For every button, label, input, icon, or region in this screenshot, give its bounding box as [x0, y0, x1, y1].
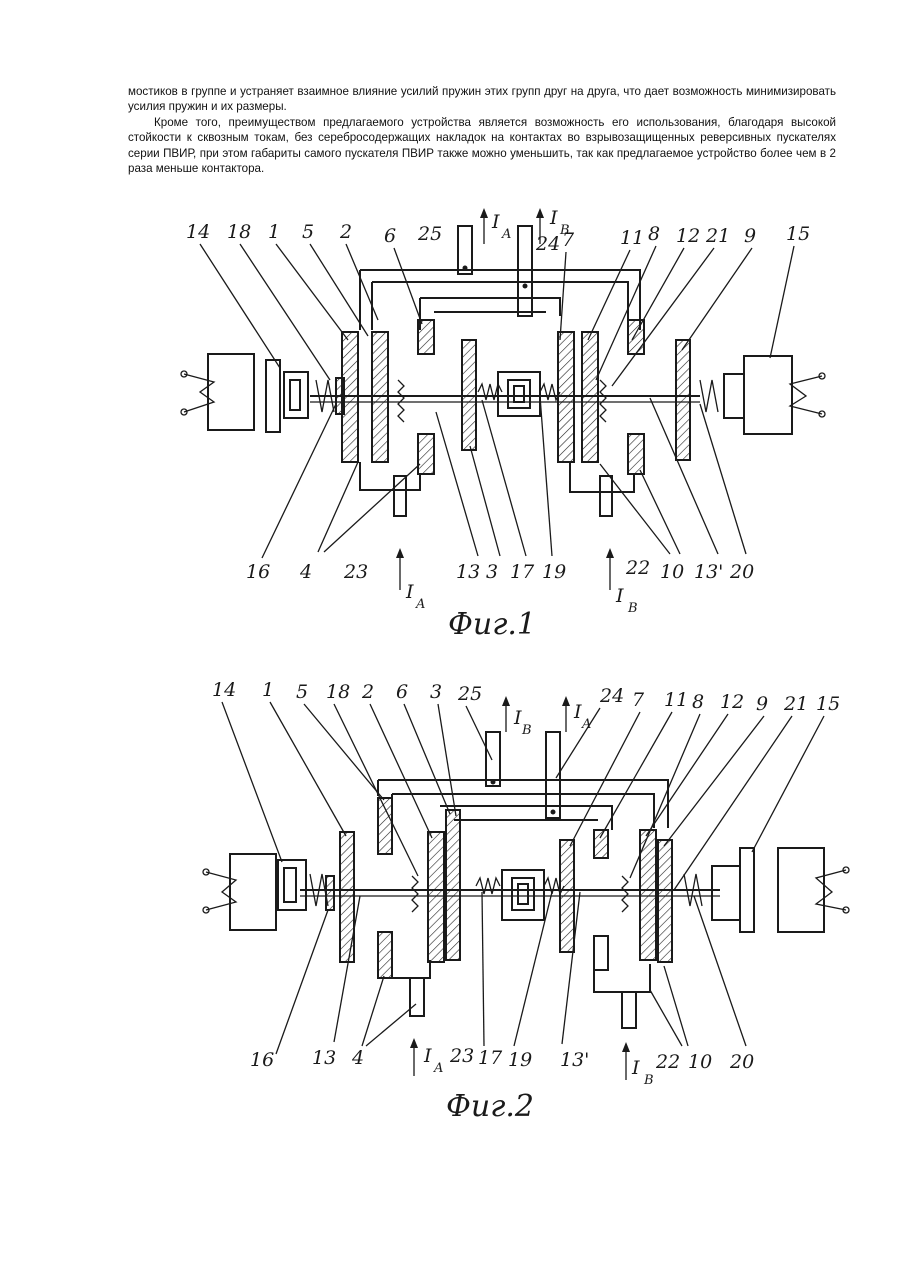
fig2-label: 14 [212, 679, 236, 701]
fig1-label: 13' [694, 561, 723, 583]
fig2-label: 23 [449, 1045, 474, 1067]
fig1-current-b-top: I [491, 211, 500, 233]
fig2-label: 25 [457, 683, 482, 705]
fig2-label: 5 [296, 681, 308, 703]
fig1-label: 13 [456, 561, 480, 583]
fig1-label: 17 [510, 561, 535, 583]
fig1-label: 23 [343, 561, 368, 583]
fig1-label: 1 [268, 221, 280, 243]
fig1-label: 3 [486, 561, 498, 583]
figure-1: 14 18 1 5 2 6 25 24 7 11 8 12 21 9 15 I … [0, 200, 901, 650]
fig2-label: 18 [326, 681, 350, 703]
fig1-label: 6 [384, 225, 396, 247]
fig1-label: 25 [417, 223, 442, 245]
svg-text:B: B [643, 1073, 654, 1088]
paragraph-2: Кроме того, преимуществом предлагаемого … [128, 115, 836, 177]
fig1-label: 12 [676, 225, 700, 247]
fig1-label: 2 [339, 221, 352, 243]
fig1-caption: Фиг.1 [448, 607, 536, 642]
fig1-label: 10 [660, 561, 684, 583]
fig1-label: 21 [705, 225, 730, 247]
fig2-label: 13' [560, 1049, 589, 1071]
fig2-label: 9 [756, 693, 768, 715]
svg-text:A: A [433, 1061, 443, 1076]
fig1-label: 14 [186, 221, 210, 243]
fig2-label: 8 [692, 691, 704, 713]
fig1-label: 19 [542, 561, 566, 583]
svg-text:A: A [501, 227, 511, 242]
fig2-label: 4 [351, 1047, 364, 1069]
fig2-label: 11 [664, 689, 688, 711]
fig1-label: 8 [648, 223, 660, 245]
paragraph-1: мостиков в группе и устраняет взаимное в… [128, 84, 836, 115]
fig2-label: 10 [688, 1051, 712, 1073]
svg-text:I: I [615, 585, 624, 607]
fig2-label: 15 [816, 693, 840, 715]
figure-2-drawing: 14 1 5 18 2 6 3 25 24 7 11 8 12 9 21 15 … [0, 670, 901, 1130]
svg-text:I: I [423, 1045, 432, 1067]
fig2-label: 2 [361, 681, 374, 703]
svg-text:B: B [627, 601, 638, 616]
figure-1-drawing: 14 18 1 5 2 6 25 24 7 11 8 12 21 9 15 I … [0, 200, 901, 650]
fig2-label: 13 [312, 1047, 336, 1069]
figure-2: 14 1 5 18 2 6 3 25 24 7 11 8 12 9 21 15 … [0, 670, 901, 1130]
fig2-label: 21 [783, 693, 808, 715]
svg-text:B: B [559, 223, 570, 238]
fig2-label: 7 [632, 689, 645, 711]
svg-text:I: I [513, 707, 522, 729]
fig2-label: 1 [262, 679, 274, 701]
fig1-label: 15 [786, 223, 810, 245]
fig1-label: 18 [227, 221, 251, 243]
fig2-label: 12 [720, 691, 744, 713]
body-text: мостиков в группе и устраняет взаимное в… [128, 84, 836, 176]
fig2-label: 24 [599, 685, 624, 707]
fig2-label: 17 [478, 1047, 503, 1069]
fig1-label: 22 [625, 557, 650, 579]
svg-text:I: I [405, 581, 414, 603]
fig1-bottom-labels: 16 4 23 13 3 17 19 22 10 13' 20 [246, 557, 754, 583]
svg-text:A: A [415, 597, 425, 612]
fig1-label: 4 [299, 561, 312, 583]
fig2-caption: Фиг.2 [446, 1089, 534, 1124]
svg-text:I: I [573, 701, 582, 723]
fig1-label: 20 [729, 561, 754, 583]
fig2-label: 16 [250, 1049, 274, 1071]
fig2-label: 6 [396, 681, 408, 703]
fig1-label: 9 [744, 225, 756, 247]
fig2-label: 20 [729, 1051, 754, 1073]
fig2-top-labels: 14 1 5 18 2 6 3 25 24 7 11 8 12 9 21 15 [212, 679, 840, 715]
fig1-label: 16 [246, 561, 270, 583]
fig2-bottom-labels: 16 13 4 23 17 19 13' 22 10 20 [250, 1045, 754, 1073]
fig2-label: 3 [430, 681, 442, 703]
fig1-label: 11 [620, 227, 644, 249]
svg-text:B: B [521, 723, 532, 738]
fig1-label: 24 [535, 233, 560, 255]
svg-text:I: I [549, 207, 558, 229]
fig1-label: 5 [302, 221, 314, 243]
svg-text:I: I [631, 1057, 640, 1079]
fig2-label: 22 [655, 1051, 680, 1073]
fig2-label: 19 [508, 1049, 532, 1071]
